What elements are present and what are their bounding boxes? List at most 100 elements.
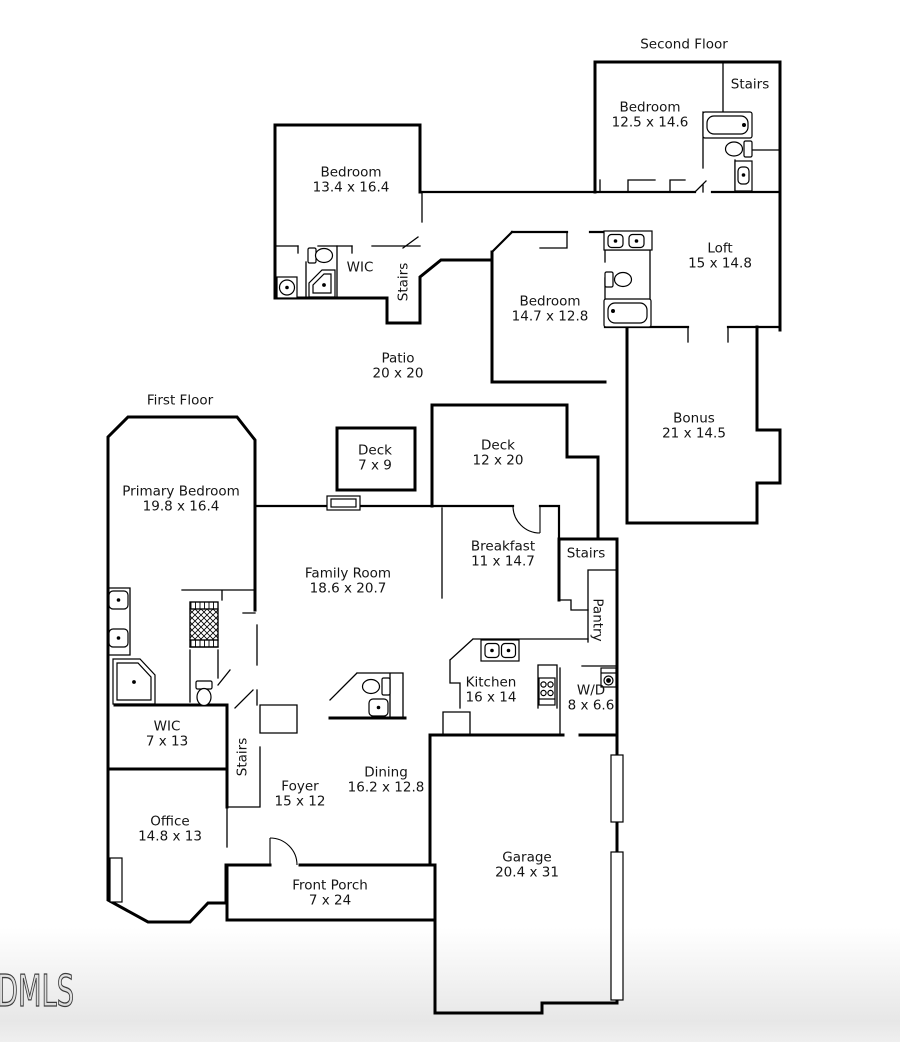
room-name: Deck bbox=[358, 442, 392, 459]
front-door-arc bbox=[269, 837, 298, 866]
room-dims: 12 x 20 bbox=[472, 453, 524, 469]
room-dims: 14.7 x 12.8 bbox=[511, 309, 589, 325]
room-dims: 7 x 13 bbox=[145, 734, 189, 750]
room-label-primary-bedroom: Primary Bedroom 19.8 x 16.4 bbox=[122, 483, 240, 516]
room-name: WIC bbox=[346, 259, 374, 276]
toilet-icon bbox=[724, 140, 753, 158]
room-dims: 20 x 20 bbox=[372, 366, 424, 382]
room-label-deck-small: Deck 7 x 9 bbox=[358, 442, 392, 475]
room-label-patio: Patio 20 x 20 bbox=[372, 350, 424, 383]
fixtures bbox=[108, 111, 753, 1001]
room-name: Stairs bbox=[730, 76, 770, 93]
deck-door-arc bbox=[512, 505, 541, 534]
washer-icon bbox=[600, 667, 617, 688]
room-dims: 11 x 14.7 bbox=[471, 554, 535, 570]
room-label-bonus: Bonus 21 x 14.5 bbox=[662, 410, 726, 443]
room-name: Stairs bbox=[395, 262, 412, 302]
room-dims: 15 x 14.8 bbox=[688, 256, 752, 272]
walls-thick bbox=[106, 60, 782, 1015]
room-name: Breakfast bbox=[470, 538, 536, 555]
room-label-stairs-first: Stairs bbox=[566, 545, 606, 562]
window-icon bbox=[109, 857, 123, 903]
kitchen-sink-icon bbox=[480, 639, 520, 662]
room-dims: 8 x 6.6 bbox=[567, 698, 615, 714]
sink-icon bbox=[108, 628, 129, 648]
sink-icon bbox=[734, 160, 753, 192]
room-name: Pantry bbox=[589, 598, 606, 642]
double-vanity-icon bbox=[603, 230, 653, 251]
sink-icon bbox=[368, 698, 389, 717]
room-label-deck-large: Deck 12 x 20 bbox=[472, 437, 524, 470]
room-label-front-porch: Front Porch 7 x 24 bbox=[292, 877, 368, 910]
room-name: Office bbox=[150, 813, 190, 830]
room-dims: 20.4 x 31 bbox=[495, 865, 559, 881]
room-label-kitchen: Kitchen 16 x 14 bbox=[465, 674, 517, 707]
room-name: Front Porch bbox=[292, 877, 368, 894]
room-dims: 18.6 x 20.7 bbox=[309, 581, 387, 597]
room-label-bedroom-left: Bedroom 13.4 x 16.4 bbox=[312, 164, 390, 197]
room-label-stairs-mid: Stairs bbox=[395, 262, 412, 302]
room-name: Patio bbox=[381, 350, 415, 367]
room-label-office: Office 14.8 x 13 bbox=[138, 813, 202, 846]
door-swing-arcs bbox=[269, 505, 541, 866]
room-name: Garage bbox=[502, 849, 552, 866]
room-dims: 16.2 x 12.8 bbox=[347, 780, 425, 796]
second-floor-title: Second Floor bbox=[640, 36, 728, 53]
garage-door-icon bbox=[610, 851, 624, 1001]
room-name: WIC bbox=[153, 718, 181, 735]
corner-shower-icon bbox=[308, 269, 336, 298]
room-label-bedroom-right: Bedroom 12.5 x 14.6 bbox=[611, 99, 689, 132]
toilet-icon bbox=[195, 680, 213, 707]
room-name: Bedroom bbox=[519, 293, 581, 310]
room-dims: 21 x 14.5 bbox=[662, 426, 726, 442]
first-floor-title: First Floor bbox=[146, 392, 214, 409]
mls-watermark: DMLS bbox=[0, 965, 75, 1017]
room-name: Bedroom bbox=[619, 99, 681, 116]
room-label-dining: Dining 16.2 x 12.8 bbox=[347, 764, 425, 797]
room-label-loft: Loft 15 x 14.8 bbox=[688, 240, 752, 273]
room-name: Stairs bbox=[234, 737, 251, 777]
room-dims: 12.5 x 14.6 bbox=[611, 115, 689, 131]
room-dims: 13.4 x 16.4 bbox=[312, 180, 390, 196]
room-name: Foyer bbox=[281, 778, 319, 795]
linen-closet-shelves bbox=[189, 601, 219, 648]
garage-door-icon bbox=[610, 754, 624, 823]
room-name: Bedroom bbox=[320, 164, 382, 181]
room-name: Deck bbox=[481, 437, 515, 454]
room-dims: 14.8 x 13 bbox=[138, 829, 202, 845]
room-name: Primary Bedroom bbox=[122, 483, 240, 500]
room-name: Kitchen bbox=[465, 674, 517, 691]
sink-icon bbox=[276, 276, 298, 299]
toilet-icon bbox=[604, 271, 633, 288]
room-name: Loft bbox=[707, 240, 733, 257]
deck-small-outline bbox=[335, 426, 417, 492]
bathtub-icon bbox=[603, 298, 652, 328]
range-icon bbox=[538, 677, 556, 706]
corner-shower-icon bbox=[112, 658, 156, 705]
sink-icon bbox=[108, 590, 129, 610]
walls-medium bbox=[253, 190, 782, 541]
walls-thin bbox=[107, 61, 781, 848]
room-dims: 16 x 14 bbox=[465, 690, 517, 706]
room-dims: 19.8 x 16.4 bbox=[142, 499, 220, 515]
room-label-wic-second: WIC bbox=[346, 259, 374, 276]
room-dims: 7 x 24 bbox=[308, 893, 352, 909]
room-name: W/D bbox=[576, 682, 606, 699]
room-name: Stairs bbox=[566, 545, 606, 562]
room-label-family-room: Family Room 18.6 x 20.7 bbox=[304, 565, 392, 598]
room-label-garage: Garage 20.4 x 31 bbox=[495, 849, 559, 882]
room-name: Bonus bbox=[673, 410, 715, 427]
room-label-foyer: Foyer 15 x 12 bbox=[274, 778, 326, 811]
room-label-pantry: Pantry bbox=[589, 598, 606, 642]
toilet-icon bbox=[307, 247, 334, 264]
room-dims: 7 x 9 bbox=[358, 458, 392, 474]
toilet-icon bbox=[361, 677, 391, 696]
room-name: Family Room bbox=[304, 565, 392, 582]
bathtub-icon bbox=[702, 111, 753, 139]
room-label-stairs-top: Stairs bbox=[730, 76, 770, 93]
room-dims: 15 x 12 bbox=[274, 794, 326, 810]
room-name: Dining bbox=[364, 764, 408, 781]
room-label-bedroom-mid: Bedroom 14.7 x 12.8 bbox=[511, 293, 589, 326]
